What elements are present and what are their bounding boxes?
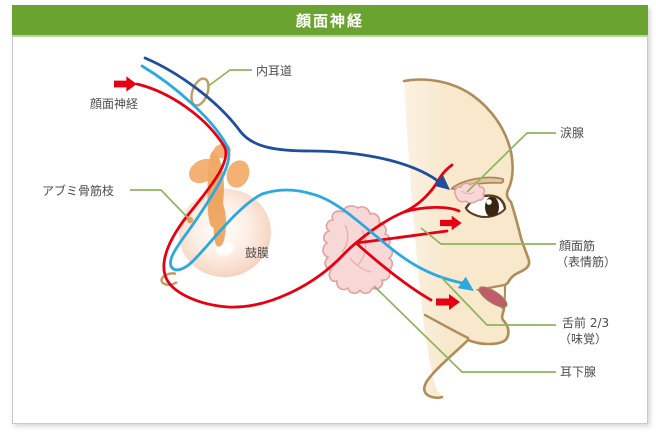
eye-highlight — [486, 199, 492, 205]
red-arrow-start — [114, 76, 137, 92]
red-arrow-jaw — [436, 294, 460, 310]
mouth — [476, 283, 508, 310]
leader-stapedius — [130, 189, 190, 220]
label-parotid-gland: 耳下腺 — [560, 365, 597, 379]
label-facial-nerve: 顔面神経 — [90, 97, 139, 111]
label-facial-muscles: 顔面筋 （表情筋） — [556, 238, 617, 270]
eye-iris — [485, 196, 499, 218]
nerve-dark-blue-path — [143, 56, 450, 190]
direction-arrows — [114, 76, 462, 310]
lacrimal-gland-shape — [454, 182, 486, 204]
header-bar: 顔面神経 — [12, 5, 648, 35]
leader-tongue — [440, 276, 556, 326]
red-arrow-cheek — [440, 215, 462, 231]
leader-parotid — [373, 285, 556, 373]
stylomastoid-ring — [160, 272, 178, 286]
label-tongue-line1: 舌前 2/3 — [562, 316, 610, 330]
face-outline — [402, 78, 531, 400]
tongue — [478, 286, 508, 308]
nerve-light-blue-path — [140, 64, 474, 291]
face-profile — [402, 78, 531, 400]
label-leader-lines — [130, 69, 556, 373]
page-title: 顔面神経 — [295, 11, 364, 30]
light-blue-arrowhead — [457, 276, 474, 291]
label-facial-muscles-line1: 顔面筋 — [559, 239, 596, 253]
label-internal-auditory-canal: 内耳道 — [256, 64, 293, 78]
red-branch-jaw — [354, 241, 433, 302]
label-tongue-line2: （味覚） — [559, 332, 608, 346]
dark-blue-arrowhead — [434, 175, 450, 190]
label-eardrum: 鼓膜 — [245, 246, 270, 260]
label-facial-muscles-line2: （表情筋） — [556, 255, 617, 269]
leader-lacrimal — [466, 132, 556, 193]
jawline — [423, 313, 470, 340]
parotid-gland-shape — [322, 205, 394, 294]
label-lacrimal-gland: 涙腺 — [560, 126, 585, 140]
leader-internal-auditory-canal — [206, 69, 252, 88]
label-stapedius-branch: アブミ骨筋枝 — [42, 184, 115, 198]
face-skin-fill — [404, 79, 530, 398]
label-tongue-anterior: 舌前 2/3 （味覚） — [559, 315, 610, 347]
red-branch-eye — [402, 205, 461, 214]
leader-facial-muscles — [420, 227, 556, 245]
red-branch-cheek — [354, 229, 449, 245]
